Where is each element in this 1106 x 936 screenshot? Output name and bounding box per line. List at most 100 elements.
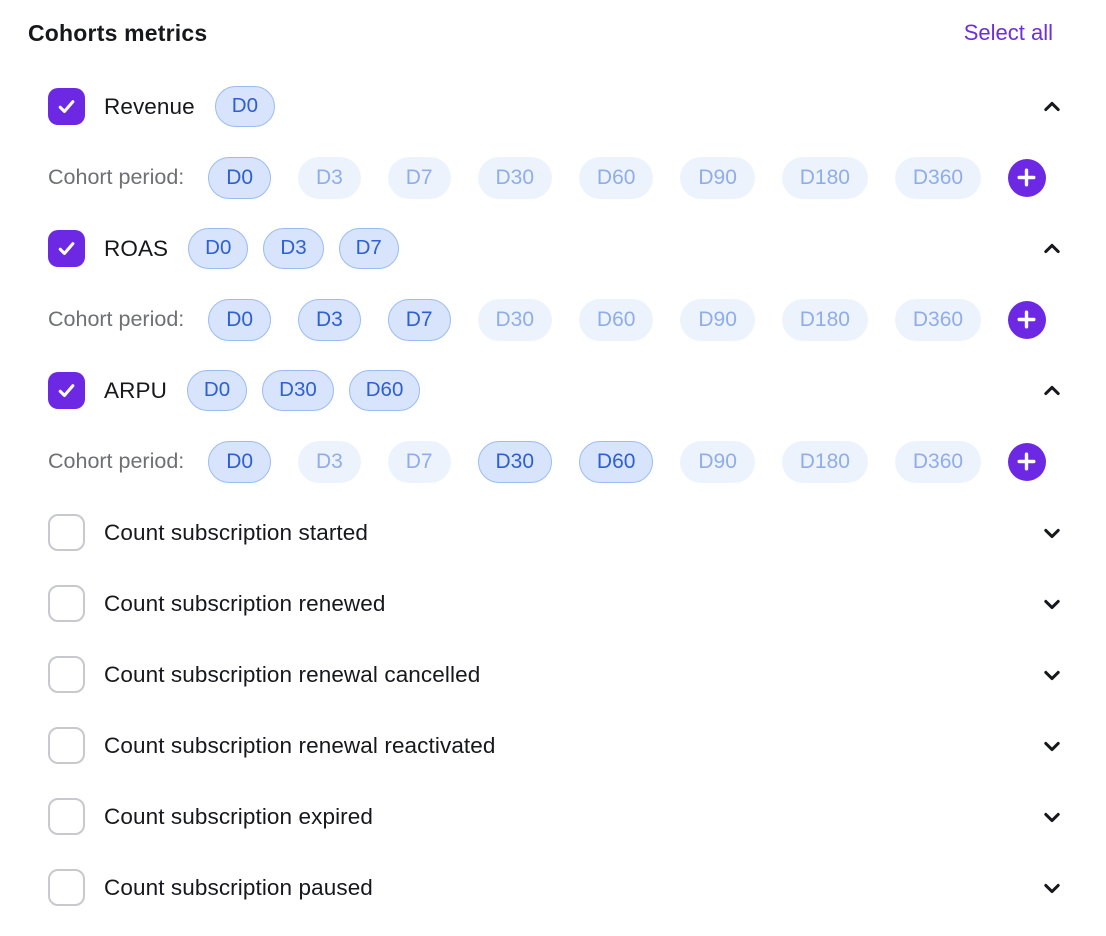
- unchecked-checkbox[interactable]: [48, 656, 85, 693]
- period-pill-d0[interactable]: D0: [208, 440, 272, 483]
- plus-icon: [1016, 451, 1037, 472]
- collapse-metric-button[interactable]: [1040, 379, 1064, 403]
- chevron-down-icon: [1040, 734, 1064, 758]
- metric-row: Count subscription paused: [48, 852, 1078, 923]
- unchecked-checkbox[interactable]: [48, 869, 85, 906]
- metric-row: Revenue D0: [48, 71, 1078, 142]
- expand-metric-button[interactable]: [1040, 734, 1064, 758]
- cohort-period-row: Cohort period: D0 D3 D7 D30 D60 D90 D180 D360: [48, 284, 1078, 355]
- period-pill-d180[interactable]: D180: [781, 440, 868, 483]
- expand-metric-button[interactable]: [1040, 663, 1064, 687]
- unchecked-checkbox[interactable]: [48, 727, 85, 764]
- metric-label: Count subscription renewal reactivated: [104, 732, 496, 758]
- metric-row: Count subscription expired: [48, 781, 1078, 852]
- checked-checkbox[interactable]: [48, 372, 85, 409]
- expand-metric-button[interactable]: [1040, 876, 1064, 900]
- metric-period-badges: D0 D3 D7: [188, 227, 399, 270]
- chevron-down-icon: [1040, 663, 1064, 687]
- collapse-metric-button[interactable]: [1040, 237, 1064, 261]
- unchecked-checkbox[interactable]: [48, 798, 85, 835]
- period-pill-d30[interactable]: D30: [477, 156, 553, 199]
- expand-metric-button[interactable]: [1040, 521, 1064, 545]
- period-pill-d0[interactable]: D0: [208, 298, 272, 341]
- period-pill-d180[interactable]: D180: [781, 298, 868, 341]
- metric-row: Count subscription renewal reactivated: [48, 710, 1078, 781]
- metric-period-badge[interactable]: D60: [348, 369, 421, 412]
- cohort-period-row: Cohort period: D0 D3 D7 D30 D60 D90 D180 D360: [48, 142, 1078, 213]
- period-pill-d3[interactable]: D3: [298, 156, 361, 199]
- panel-header: Cohorts metrics Select all: [28, 0, 1078, 53]
- cohort-period-label: Cohort period:: [48, 307, 185, 331]
- period-pill-d7[interactable]: D7: [387, 298, 451, 341]
- chevron-down-icon: [1040, 521, 1064, 545]
- period-pill-d360[interactable]: D360: [894, 298, 982, 341]
- period-pill-d3[interactable]: D3: [298, 298, 361, 341]
- checked-checkbox[interactable]: [48, 230, 85, 267]
- metric-label: Count subscription expired: [104, 803, 373, 829]
- period-pill-d90[interactable]: D90: [680, 298, 755, 341]
- period-pill-d30[interactable]: D30: [477, 298, 553, 341]
- metric-label: Count subscription renewal cancelled: [104, 661, 481, 687]
- metric-label: Count subscription started: [104, 519, 368, 545]
- check-icon: [55, 237, 78, 260]
- metric-label: Revenue: [104, 93, 195, 119]
- plus-icon: [1016, 167, 1037, 188]
- metric-label: ROAS: [104, 235, 169, 261]
- metric-period-badge[interactable]: D3: [263, 227, 324, 270]
- period-pill-group: D0 D3 D7 D30 D60 D90 D180 D360: [208, 156, 1046, 199]
- cohort-period-label: Cohort period:: [48, 165, 185, 189]
- metric-label: ARPU: [104, 377, 167, 403]
- chevron-up-icon: [1040, 237, 1064, 261]
- cohort-period-label: Cohort period:: [48, 449, 185, 473]
- period-pill-d90[interactable]: D90: [680, 156, 755, 199]
- period-pill-group: D0 D3 D7 D30 D60 D90 D180 D360: [208, 440, 1046, 483]
- chevron-down-icon: [1040, 805, 1064, 829]
- chevron-down-icon: [1040, 876, 1064, 900]
- metric-row: Count subscription renewed: [48, 568, 1078, 639]
- check-icon: [55, 95, 78, 118]
- metric-label: Count subscription paused: [104, 874, 373, 900]
- page-title: Cohorts metrics: [28, 19, 208, 46]
- add-period-button[interactable]: [1007, 300, 1046, 339]
- period-pill-d360[interactable]: D360: [894, 440, 982, 483]
- plus-icon: [1016, 309, 1037, 330]
- expand-metric-button[interactable]: [1040, 805, 1064, 829]
- select-all-button[interactable]: Select all: [963, 20, 1053, 45]
- period-pill-d60[interactable]: D60: [578, 440, 654, 483]
- checked-checkbox[interactable]: [48, 88, 85, 125]
- period-pill-d7[interactable]: D7: [387, 156, 451, 199]
- period-pill-d180[interactable]: D180: [781, 156, 868, 199]
- expand-metric-button[interactable]: [1040, 592, 1064, 616]
- metric-period-badge[interactable]: D7: [338, 227, 399, 270]
- chevron-down-icon: [1040, 592, 1064, 616]
- add-period-button[interactable]: [1007, 442, 1046, 481]
- metric-row: ARPU D0 D30 D60: [48, 355, 1078, 426]
- period-pill-d0[interactable]: D0: [208, 156, 272, 199]
- period-pill-group: D0 D3 D7 D30 D60 D90 D180 D360: [208, 298, 1046, 341]
- period-pill-d60[interactable]: D60: [578, 156, 654, 199]
- metric-period-badge[interactable]: D0: [214, 85, 275, 128]
- metric-period-badges: D0 D30 D60: [186, 369, 421, 412]
- metric-period-badge[interactable]: D0: [186, 369, 248, 412]
- collapse-metric-button[interactable]: [1040, 95, 1064, 119]
- period-pill-d30[interactable]: D30: [477, 440, 553, 483]
- unchecked-checkbox[interactable]: [48, 585, 85, 622]
- metric-period-badges: D0: [214, 85, 275, 128]
- metric-row: Count subscription renewal cancelled: [48, 639, 1078, 710]
- period-pill-d90[interactable]: D90: [680, 440, 755, 483]
- metric-period-badge[interactable]: D0: [188, 227, 249, 270]
- metric-row: Count subscription started: [48, 497, 1078, 568]
- metric-label: Count subscription renewed: [104, 590, 386, 616]
- metric-period-badge[interactable]: D30: [262, 369, 334, 412]
- metric-row: ROAS D0 D3 D7: [48, 213, 1078, 284]
- period-pill-d3[interactable]: D3: [298, 440, 361, 483]
- chevron-up-icon: [1040, 379, 1064, 403]
- period-pill-d7[interactable]: D7: [387, 440, 451, 483]
- unchecked-checkbox[interactable]: [48, 514, 85, 551]
- period-pill-d60[interactable]: D60: [578, 298, 654, 341]
- period-pill-d360[interactable]: D360: [894, 156, 982, 199]
- cohort-period-row: Cohort period: D0 D3 D7 D30 D60 D90 D180 D360: [48, 426, 1078, 497]
- add-period-button[interactable]: [1007, 158, 1046, 197]
